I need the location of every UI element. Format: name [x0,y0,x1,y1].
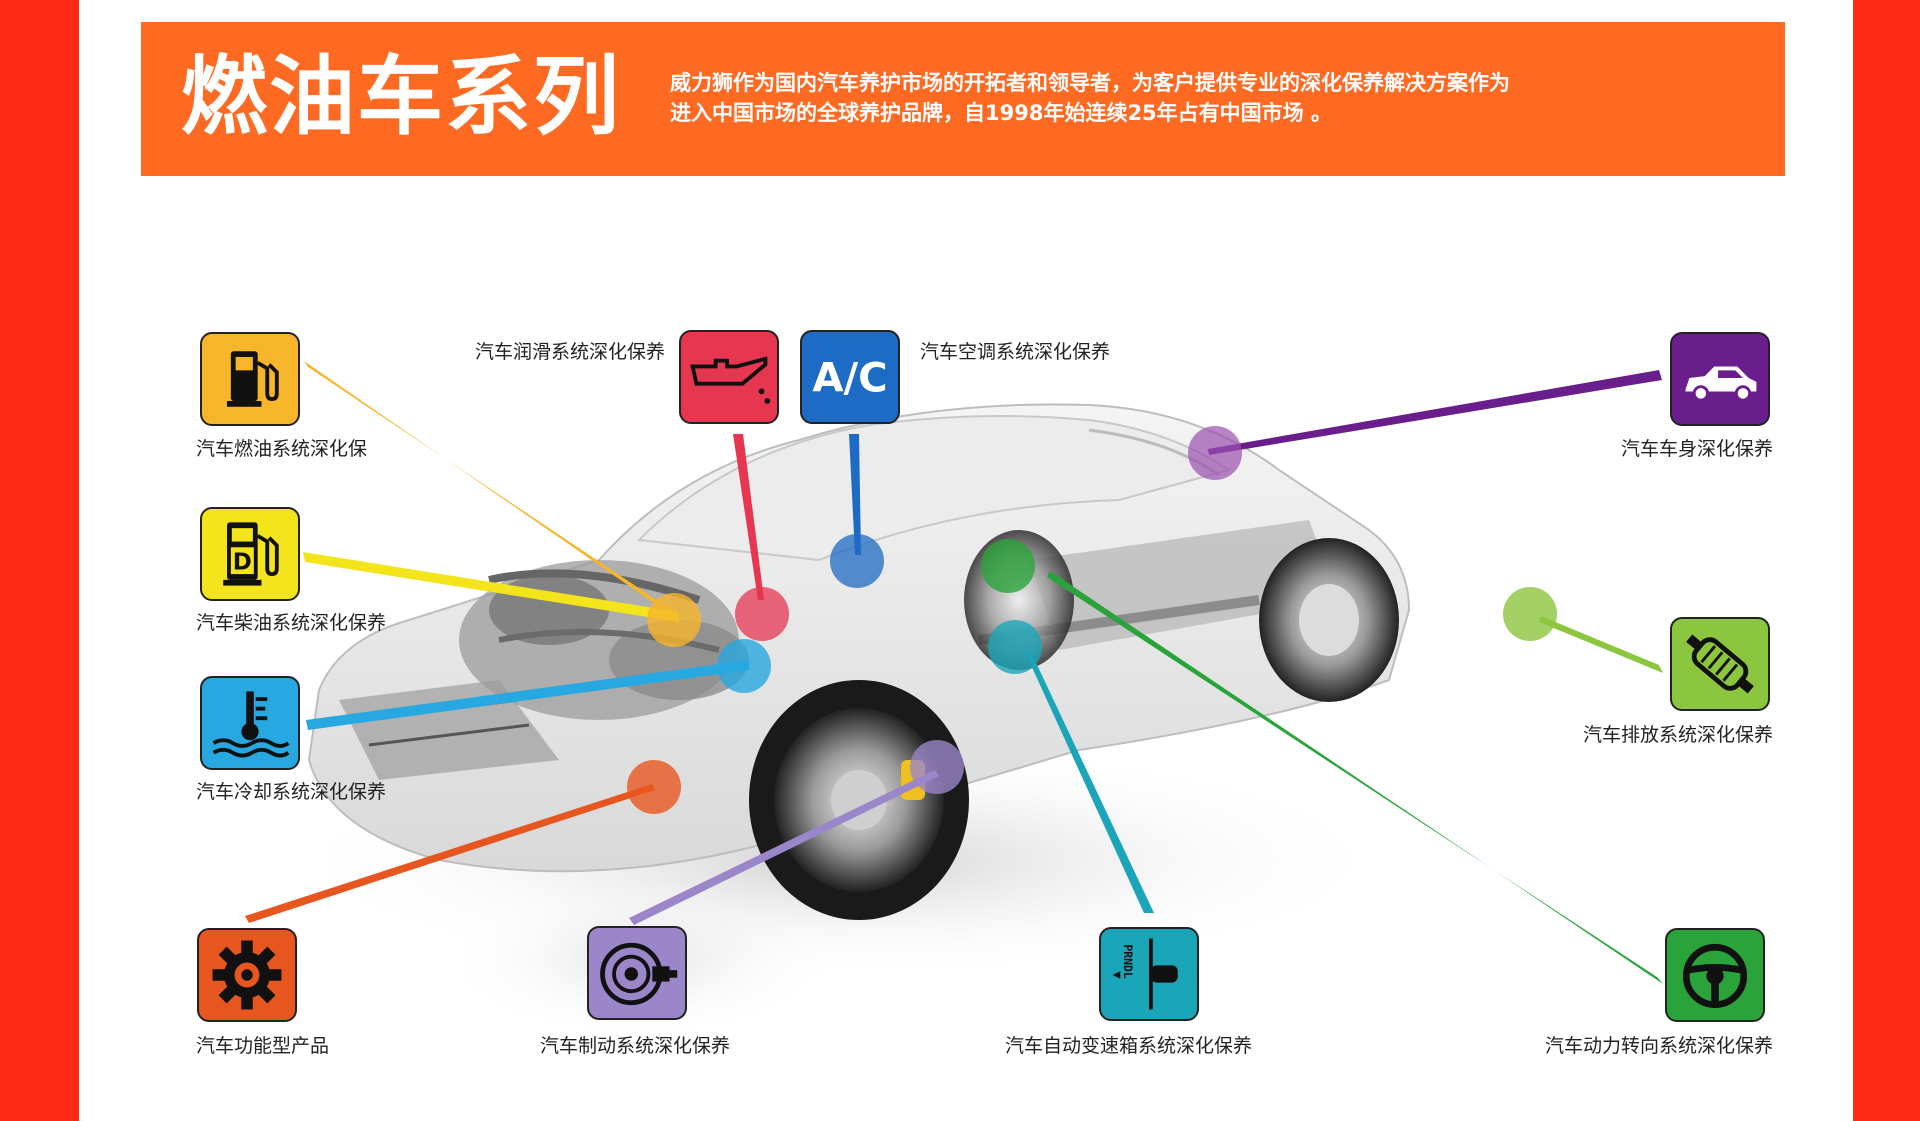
rear-wheel [1259,538,1399,702]
header-description: 威力狮作为国内汽车养护市场的开拓者和领导者，为客户提供专业的深化保养解决方案作为… [670,68,1750,128]
power-steering-label: 汽车动力转向系统深化保养 [1544,1035,1773,1057]
cooling-system-tile[interactable] [200,676,300,770]
air-conditioning-tile[interactable]: A/C [800,330,900,424]
diesel-pump-icon: D [223,522,279,586]
front-wheel [749,680,969,920]
svg-text:D: D [233,549,252,575]
exhaust-system-tile[interactable] [1670,617,1770,711]
fuel-pump-icon [227,351,279,407]
transmission-tile[interactable]: PRNDL [1099,927,1199,1021]
diesel-system-label: 汽车柴油系统深化保养 [196,612,387,634]
functional-products-label: 汽车功能型产品 [196,1035,330,1057]
gear-letters: PRNDL [1121,944,1135,979]
fuel-system-label: 汽车燃油系统深化保 [196,438,368,460]
description-line-2: 进入中国市场的全球养护品牌，自1998年始连续25年占有中国市场 。 [670,101,1332,125]
brake-system-tile[interactable] [587,926,687,1020]
car-icon [1685,366,1757,402]
fuel-system-tile[interactable] [200,332,300,426]
ac-icon-text: A/C [812,355,887,401]
ac-icon: A/C [812,355,887,401]
transmission-label: 汽车自动变速箱系统深化保养 [1005,1035,1253,1057]
description-line-1: 威力狮作为国内汽车养护市场的开拓者和领导者，为客户提供专业的深化保养解决方案作为 [670,71,1510,95]
brake-system-label: 汽车制动系统深化保养 [540,1035,731,1057]
catalytic-converter-icon [1686,634,1754,694]
steering-wheel-icon [1682,943,1748,1009]
gear-shift-icon: PRNDL [1112,938,1178,1010]
connector-lines [245,361,1663,984]
oil-can-icon [690,356,771,404]
car-illustration [245,361,1663,1040]
brake-disc-icon [600,942,678,1006]
exhaust-system-label: 汽车排放系统深化保养 [1582,724,1773,746]
car-body-label: 汽车车身深化保养 [1620,438,1773,460]
air-conditioning-label: 汽车空调系统深化保养 [920,341,1111,363]
header-banner: 燃油车系列 威力狮作为国内汽车养护市场的开拓者和领导者，为客户提供专业的深化保养… [141,22,1785,176]
functional-products-tile[interactable] [197,928,297,1022]
lubrication-system-label: 汽车润滑系统深化保养 [474,341,665,363]
car-body-tile[interactable] [1670,332,1770,426]
cooling-system-label: 汽车冷却系统深化保养 [196,781,387,803]
gear-icon [212,940,282,1010]
page-title: 燃油车系列 [181,47,621,147]
lubrication-system-tile[interactable] [679,330,779,424]
poster-canvas: 燃油车系列 威力狮作为国内汽车养护市场的开拓者和领导者，为客户提供专业的深化保养… [79,0,1853,1121]
coolant-temperature-icon [212,691,290,758]
hotspots [627,426,1557,814]
diesel-system-tile[interactable]: D [200,507,300,601]
power-steering-tile[interactable] [1665,928,1765,1022]
